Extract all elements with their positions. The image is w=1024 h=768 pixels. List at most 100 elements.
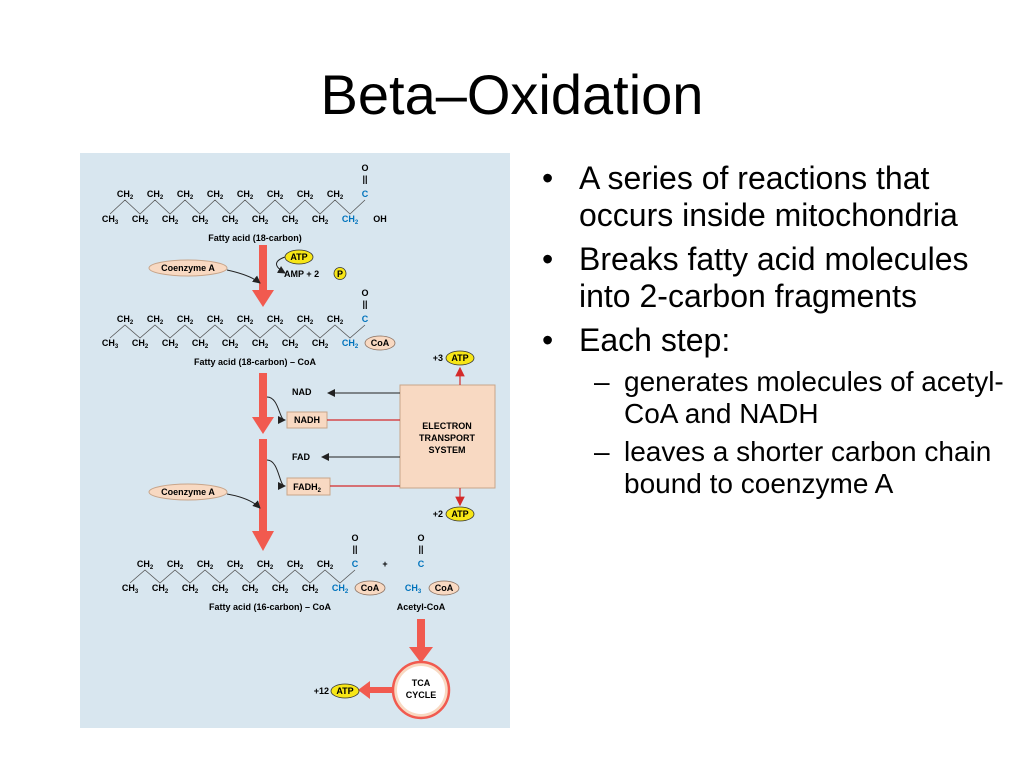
- sub-bullet-marker: –: [594, 366, 610, 397]
- ch2-group: CH2: [222, 338, 239, 350]
- ch2-group: CH2: [197, 559, 214, 571]
- ch2-group: CH2: [297, 314, 314, 326]
- double-bond: ||: [362, 299, 367, 309]
- ch2-group: CH2: [267, 314, 284, 326]
- ch2-group: CH2: [227, 559, 244, 571]
- ch2-group: CH2: [182, 583, 199, 595]
- atp-icon: [330, 683, 360, 699]
- ch2-group: CH2: [222, 214, 239, 226]
- bullet-text: Breaks fatty acid molecules into 2-carbo…: [579, 241, 969, 314]
- ch2-group: CH2: [332, 583, 349, 595]
- plus2-label: +2: [433, 509, 443, 519]
- ch2-group: CH2: [327, 189, 344, 201]
- atp-icon: [445, 350, 475, 366]
- atp-icon: [445, 506, 475, 522]
- hydroxyl-group: OH: [373, 214, 387, 224]
- carbonyl-oxygen: O: [361, 163, 368, 173]
- atp-consume-arrow: [276, 256, 286, 274]
- carbonyl-oxygen: O: [351, 533, 358, 543]
- bullet-list: • A series of reactions that occurs insi…: [534, 160, 1004, 506]
- ch2-group: CH2: [327, 314, 344, 326]
- coa-tag: [364, 335, 396, 351]
- coenzyme-arrow: [226, 493, 261, 509]
- bullet-item: • Each step:: [534, 322, 1004, 359]
- tca-to-atp-arrow: [368, 687, 393, 693]
- ch2-group: CH2: [192, 338, 209, 350]
- ch2-group: CH2: [162, 338, 179, 350]
- ch2-group: CH2: [207, 314, 224, 326]
- acetyl-coa-label: Acetyl-CoA: [397, 602, 446, 612]
- fatty-acid-18-label: Fatty acid (18-carbon): [208, 233, 302, 243]
- double-bond: ||: [352, 544, 357, 554]
- ch2-group: CH2: [272, 583, 289, 595]
- coenzyme-a-label: Coenzyme A: [161, 263, 215, 273]
- ch2-group: CH2: [237, 314, 254, 326]
- coa-tag: [354, 580, 386, 596]
- ch2-group: CH2: [317, 559, 334, 571]
- phosphate-label: P: [337, 269, 343, 279]
- fatty-acid-18-coa-label: Fatty acid (18-carbon) – CoA: [194, 357, 317, 367]
- carbonyl-carbon: C: [352, 559, 359, 569]
- ch2-group: CH2: [267, 189, 284, 201]
- ch2-group: CH2: [257, 559, 274, 571]
- tca-line-1: TCA: [412, 678, 431, 688]
- double-bond: ||: [418, 544, 423, 554]
- ch2-group: CH2: [297, 189, 314, 201]
- ch2-group: CH2: [147, 314, 164, 326]
- ch2-group: CH2: [167, 559, 184, 571]
- ch2-group: CH2: [312, 338, 329, 350]
- nad-reduce-arrow: [266, 396, 286, 424]
- ch2-group: CH2: [207, 189, 224, 201]
- plus-sign: +: [382, 559, 387, 569]
- carbonyl-carbon: C: [362, 314, 369, 324]
- ch2-group: CH2: [237, 189, 254, 201]
- sub-bullet-marker: –: [594, 436, 610, 467]
- coenzyme-a-oval: [148, 483, 228, 501]
- ets-line-2: TRANSPORT: [419, 433, 476, 443]
- main-flow-arrows: [252, 245, 433, 663]
- ch2-group: CH2: [312, 214, 329, 226]
- coa-label: CoA: [371, 338, 390, 348]
- electron-transport-box: [399, 384, 496, 489]
- coenzyme-a-label: Coenzyme A: [161, 487, 215, 497]
- fad-reduce-arrow: [266, 459, 286, 490]
- bullet-marker: •: [542, 322, 554, 358]
- ch2-group: CH2: [192, 214, 209, 226]
- ch3-group: CH3: [102, 338, 119, 350]
- double-bond: ||: [362, 174, 367, 184]
- carbonyl-oxygen: O: [417, 533, 424, 543]
- plus3-label: +3: [433, 353, 443, 363]
- sub-bullet-text: generates molecules of acetyl-CoA and NA…: [624, 366, 1004, 429]
- bullet-item: • A series of reactions that occurs insi…: [534, 160, 1004, 234]
- sub-bullet-item: – leaves a shorter carbon chain bound to…: [534, 436, 1004, 500]
- acetyl-ch3: CH3: [405, 583, 422, 595]
- ch3-group: CH3: [122, 583, 139, 595]
- ch2-group: CH2: [282, 214, 299, 226]
- sub-bullet-text: leaves a shorter carbon chain bound to c…: [624, 436, 992, 499]
- fatty-acid-16-coa-label: Fatty acid (16-carbon) – CoA: [209, 602, 332, 612]
- tca-line-2: CYCLE: [406, 690, 437, 700]
- bullet-marker: •: [542, 160, 554, 196]
- tca-cycle-inner: [397, 666, 445, 714]
- atp-label: ATP: [336, 686, 353, 696]
- ch2-group: CH2: [242, 583, 259, 595]
- atp-label: ATP: [451, 509, 468, 519]
- ch2-group: CH2: [137, 559, 154, 571]
- ch2-group: CH2: [287, 559, 304, 571]
- sub-bullet-item: – generates molecules of acetyl-CoA and …: [534, 366, 1004, 430]
- ch2-group: CH2: [302, 583, 319, 595]
- bullet-text: A series of reactions that occurs inside…: [579, 160, 958, 233]
- plus12-label: +12: [314, 686, 329, 696]
- coa-label: CoA: [361, 583, 380, 593]
- ch2-group: CH2: [212, 583, 229, 595]
- coenzyme-arrow: [226, 269, 261, 284]
- fad-label: FAD: [292, 452, 311, 462]
- ch2-group: CH2: [152, 583, 169, 595]
- ch2-group: CH2: [162, 214, 179, 226]
